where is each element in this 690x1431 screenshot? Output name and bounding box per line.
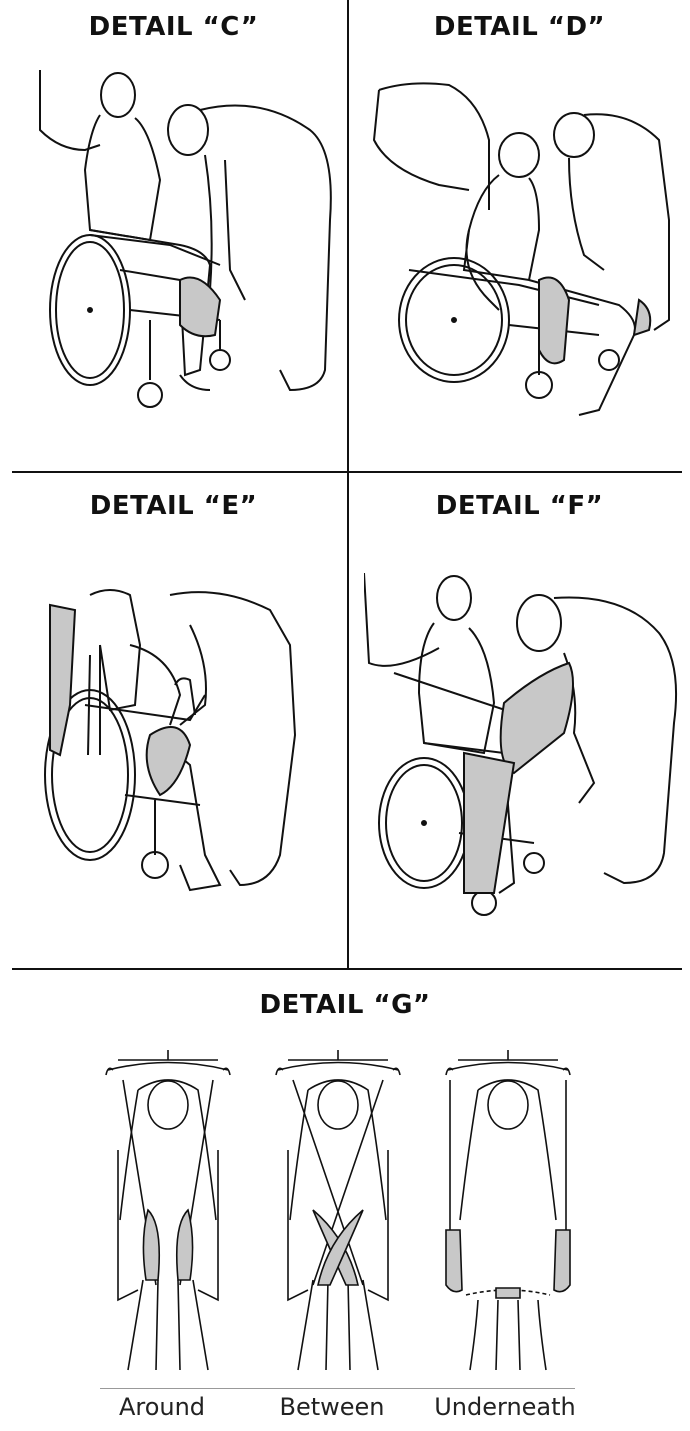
head-icon <box>148 1081 188 1129</box>
detail-c-title: DETAIL “C” <box>0 12 347 42</box>
sling-icon <box>50 605 75 755</box>
detail-e-title: DETAIL “E” <box>0 491 347 521</box>
caster-icon <box>526 372 552 398</box>
baseline-line <box>100 1388 575 1389</box>
sling-leg-icon <box>143 1210 159 1280</box>
sling-icon <box>539 278 569 364</box>
sling-underneath-illustration <box>438 1050 578 1380</box>
caster-icon <box>142 852 168 878</box>
detail-d-title: DETAIL “D” <box>349 12 690 42</box>
detail-f-illustration <box>364 573 684 923</box>
caregiver-head-icon <box>554 113 594 157</box>
spreader-bar-icon <box>108 1050 228 1070</box>
detail-g-title: DETAIL “G” <box>0 990 690 1020</box>
sling-around-illustration <box>98 1050 238 1380</box>
patient-head-icon <box>437 576 471 620</box>
caregiver-head-icon <box>168 105 208 155</box>
head-icon <box>488 1081 528 1129</box>
caregiver-head-icon <box>517 595 561 651</box>
spreader-bar-icon <box>448 1050 568 1070</box>
head-icon <box>318 1081 358 1129</box>
detail-e-panel: DETAIL “E” <box>0 473 347 968</box>
detail-c-panel: DETAIL “C” <box>0 0 347 471</box>
patient-head-icon <box>101 73 135 117</box>
sling-between-illustration <box>268 1050 408 1380</box>
detail-d-panel: DETAIL “D” <box>349 0 690 471</box>
caster-icon <box>138 383 162 407</box>
detail-f-panel: DETAIL “F” <box>349 473 690 968</box>
caption-between: Between <box>232 1393 432 1421</box>
detail-e-illustration <box>30 585 330 925</box>
caster-icon <box>472 891 496 915</box>
detail-g-panel: DETAIL “G” <box>0 970 690 1431</box>
detail-c-illustration <box>30 70 340 430</box>
caption-underneath: Underneath <box>405 1393 605 1421</box>
sling-leg-icon <box>446 1230 462 1292</box>
sling-icon <box>180 278 220 337</box>
detail-f-title: DETAIL “F” <box>349 491 690 521</box>
spreader-bar-icon <box>278 1050 398 1070</box>
sling-icon <box>501 663 573 773</box>
detail-d-illustration <box>369 80 679 430</box>
patient-head-icon <box>499 133 539 177</box>
